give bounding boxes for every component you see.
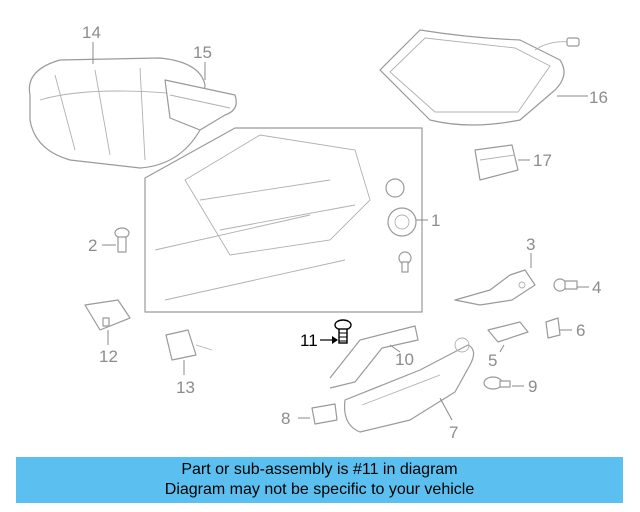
bolt-1 bbox=[398, 251, 412, 273]
callout-13: 13 bbox=[176, 378, 195, 397]
callout-5: 5 bbox=[488, 351, 497, 370]
part-8-bracket bbox=[311, 403, 338, 425]
lead-7 bbox=[439, 397, 453, 421]
part-3-bracket bbox=[454, 269, 536, 306]
lead-10 bbox=[389, 344, 401, 353]
callout-17: 17 bbox=[533, 151, 552, 170]
banner-line-1: Part or sub-assembly is #11 in diagram bbox=[181, 461, 458, 478]
callout-11: 11 bbox=[300, 331, 318, 350]
callout-1: 1 bbox=[431, 211, 440, 230]
part-10-wire bbox=[329, 325, 419, 389]
part-5-cover bbox=[487, 321, 529, 343]
callout-3: 3 bbox=[526, 235, 535, 254]
banner-line-2: Diagram may not be specific to your vehi… bbox=[164, 481, 475, 498]
callout-9: 9 bbox=[528, 377, 537, 396]
part-6-clip bbox=[545, 317, 561, 339]
part-15-cushion-cover bbox=[164, 79, 237, 131]
callout-10: 10 bbox=[395, 350, 414, 369]
callout-14: 14 bbox=[82, 23, 101, 42]
part-1-seat-frame bbox=[144, 127, 423, 313]
part-4-bolt bbox=[553, 278, 578, 292]
callout-12: 12 bbox=[99, 347, 118, 366]
lead-11-arrow bbox=[332, 336, 338, 344]
callout-6: 6 bbox=[576, 321, 585, 340]
part-16-seatback-board bbox=[379, 29, 580, 126]
callout-16: 16 bbox=[589, 88, 608, 107]
part-12-bracket bbox=[84, 299, 131, 331]
callout-2: 2 bbox=[88, 236, 97, 255]
callout-15: 15 bbox=[193, 43, 212, 62]
part-9-knob bbox=[483, 376, 511, 390]
part-7-side-trim bbox=[343, 337, 475, 433]
lead-5 bbox=[499, 344, 505, 353]
callout-8: 8 bbox=[281, 409, 290, 428]
part-13-clip bbox=[165, 329, 213, 361]
part-11-bolt bbox=[334, 319, 352, 344]
callout-4: 4 bbox=[592, 278, 601, 297]
info-banner: Part or sub-assembly is #11 in diagram D… bbox=[16, 457, 623, 503]
part-2-bolt bbox=[114, 227, 130, 253]
part-17-module bbox=[474, 144, 519, 181]
callout-7: 7 bbox=[449, 423, 458, 442]
